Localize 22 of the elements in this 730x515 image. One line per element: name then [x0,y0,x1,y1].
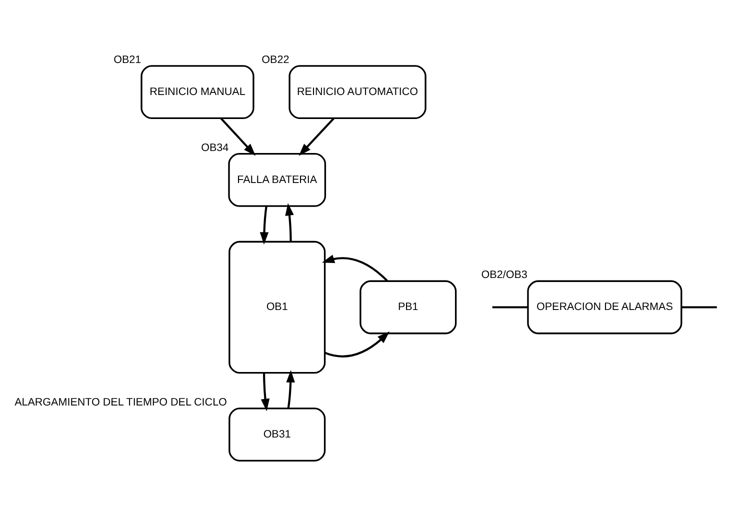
arrow [260,373,270,412]
connector [492,306,528,308]
node-label: OB22 [262,54,290,66]
node-box: FALLA BATERIA [228,153,326,207]
arrow [286,370,295,408]
node-label: ALARGAMIENTO DEL TIEMPO DEL CICLO [14,396,227,408]
connector [682,306,717,308]
arrow [220,118,256,156]
arrow [324,331,390,358]
node-box: OB1 [228,240,326,374]
node-label: OB34 [201,142,229,154]
node-box: PB1 [360,280,457,334]
node-box: OPERACION DE ALARMAS [527,280,682,334]
node-box: REINICIO AUTOMATICO [288,65,426,119]
node-box: REINICIO MANUAL [140,65,254,119]
node-box: OB31 [228,408,326,462]
arrow [298,118,335,156]
arrow [285,203,294,242]
arrow [260,206,269,245]
node-label: OB2/OB3 [481,269,528,282]
node-label: OB21 [114,54,142,66]
arrow [322,254,388,282]
